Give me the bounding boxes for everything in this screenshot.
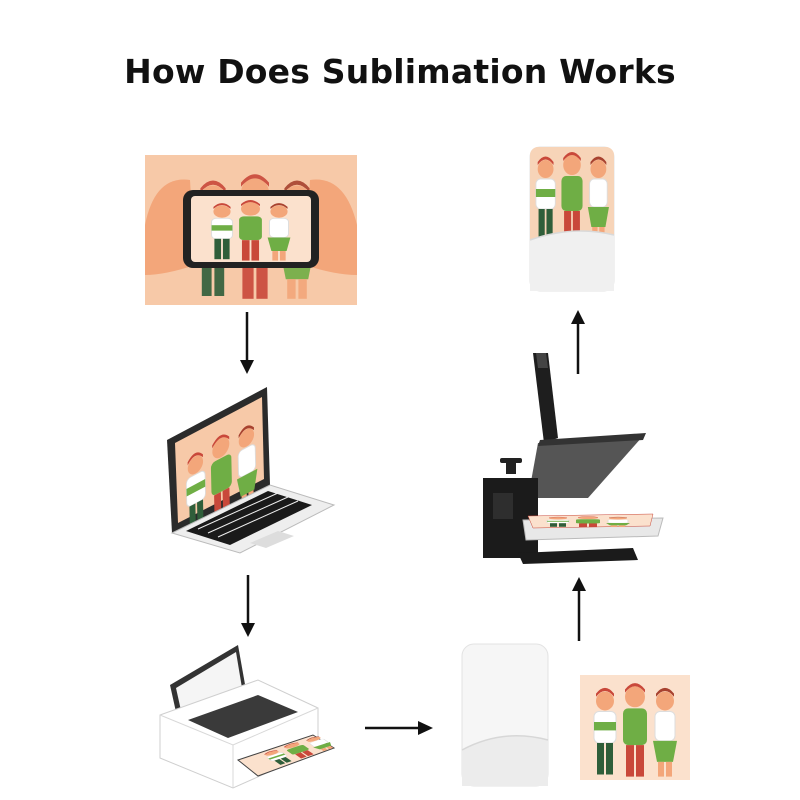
transfer-paper-icon [580,675,690,780]
blank-towel-icon [458,640,553,790]
printer-icon [158,640,338,790]
page-title: How Does Sublimation Works [0,52,800,91]
printed-towel-icon [528,145,616,293]
arrow-right-icon [365,718,435,738]
laptop-icon [162,385,337,555]
heat-press-icon [478,348,668,568]
arrow-down-icon [238,575,258,639]
smartphone-photo-icon [145,155,357,305]
arrow-up-icon [569,575,589,643]
arrow-down-icon [237,312,257,376]
arrow-up-icon [568,308,588,376]
